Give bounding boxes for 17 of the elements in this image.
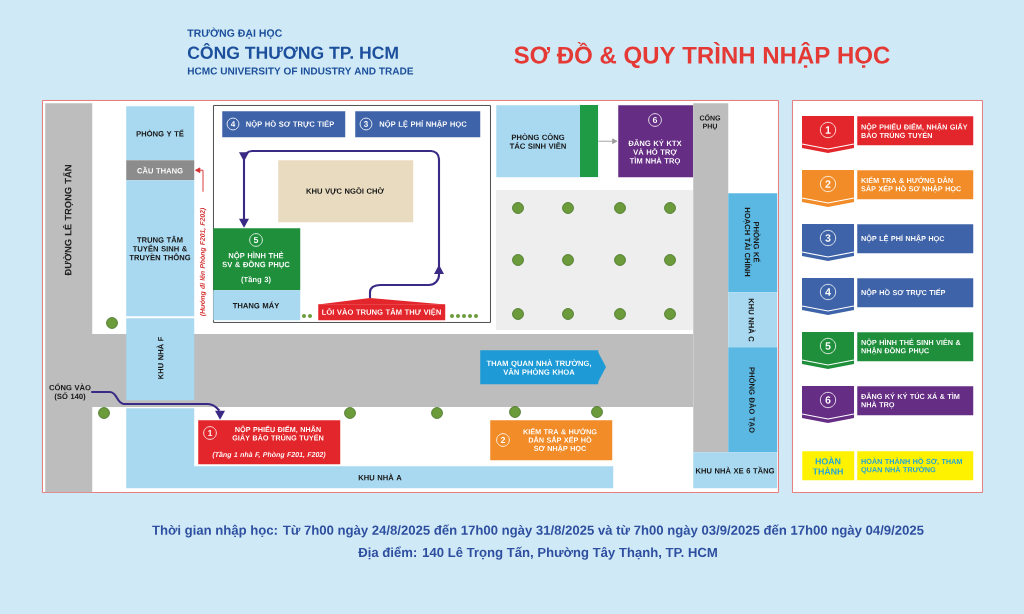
step-number-box: HOÀN THÀNH xyxy=(802,451,855,481)
route-arrow xyxy=(239,149,444,298)
school-name: CÔNG THƯƠNG TP. HCM xyxy=(187,43,398,59)
building xyxy=(126,408,195,468)
step-number-badge: 1 xyxy=(801,116,855,153)
school-name: TRƯỜNG ĐẠI HỌC xyxy=(187,27,282,39)
step-number-badge: 4 xyxy=(801,278,855,315)
step-number-badge: 3 xyxy=(801,224,855,261)
title: SƠ ĐỒ & QUY TRÌNH NHẬP HỌC xyxy=(514,41,890,69)
info-text: Thời gian nhập học: Từ 7h00 ngày 24/8/2025 đến 17h00 ngày 31/8/2025 và từ 7h00 ngày 03/9/2025 đến 17h00 ngày 04/9/2025 xyxy=(152,524,924,538)
route-arrow xyxy=(598,138,618,144)
info-text: Địa điểm: 140 Lê Trọng Tấn, Phường Tây Thạnh, TP. HCM xyxy=(358,546,717,560)
school-name: HCMC UNIVERSITY OF INDUSTRY AND TRADE xyxy=(187,67,414,75)
step-number-badge: 5 xyxy=(801,332,855,369)
step-number-badge: 6 xyxy=(801,386,855,423)
route-arrow xyxy=(195,167,204,193)
step-number-badge: 2 xyxy=(801,170,855,207)
